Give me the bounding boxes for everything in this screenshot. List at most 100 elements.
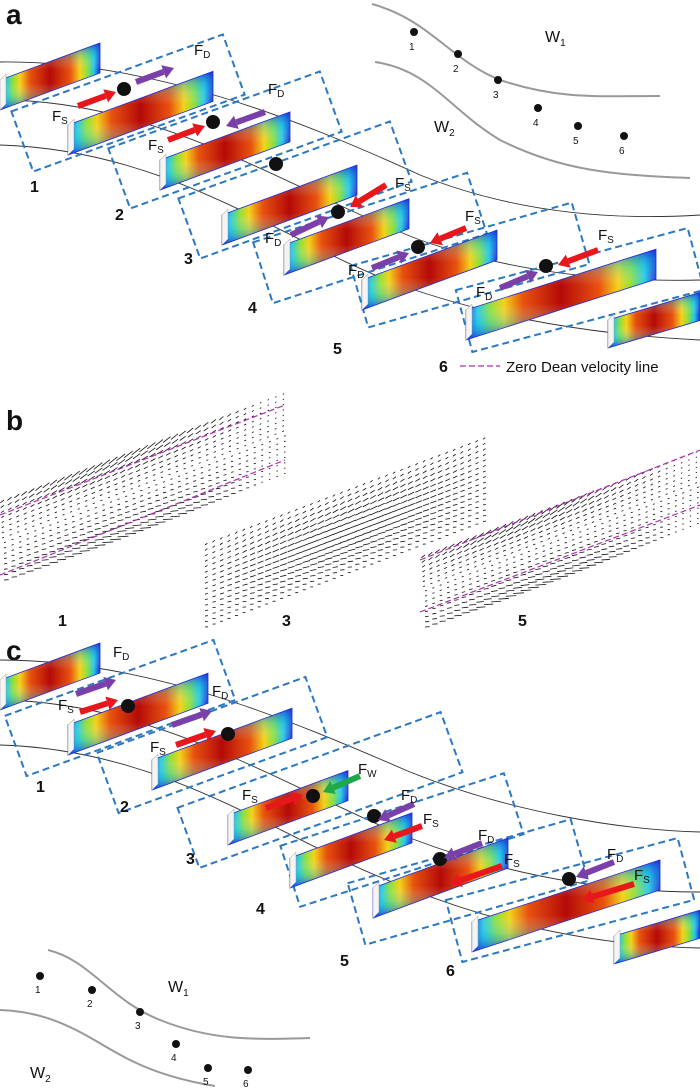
velocity-vector: [603, 489, 610, 495]
velocity-vector: [279, 519, 284, 523]
velocity-vector: [377, 482, 382, 486]
velocity-vector: [200, 466, 203, 469]
velocity-vector: [257, 527, 261, 531]
velocity-vector: [64, 544, 72, 547]
velocity-vector: [536, 520, 543, 525]
velocity-vector: [657, 470, 661, 473]
section-number: 1: [58, 613, 67, 630]
velocity-vector: [212, 595, 216, 598]
velocity-vector: [238, 473, 242, 476]
velocity-vector: [310, 539, 319, 544]
velocity-vector: [340, 563, 346, 566]
cross-section: [67, 70, 214, 156]
velocity-vector: [190, 459, 194, 462]
velocity-vector: [44, 493, 50, 498]
inset-wall-w2: [0, 1009, 216, 1087]
velocity-vector: [557, 564, 565, 567]
velocity-vector: [83, 489, 88, 493]
velocity-vector: [287, 521, 293, 525]
velocity-vector: [19, 557, 23, 559]
legend-label: Zero Dean velocity line: [506, 359, 659, 376]
velocity-vector: [572, 501, 580, 507]
velocity-vector: [128, 472, 133, 476]
velocity-vector: [476, 580, 480, 583]
velocity-vector: [178, 430, 186, 437]
velocity-vector: [444, 566, 448, 570]
velocity-vector: [658, 490, 661, 493]
velocity-vector: [415, 489, 422, 493]
velocity-vector: [109, 506, 113, 509]
velocity-vector: [234, 547, 239, 551]
velocity-vector: [24, 517, 27, 520]
velocity-vector: [520, 589, 532, 592]
velocity-vector: [250, 592, 255, 594]
velocity-vector: [566, 509, 573, 514]
cross-section: [372, 837, 509, 919]
velocity-vector: [282, 403, 285, 406]
velocity-vector: [168, 473, 171, 476]
velocity-vector: [452, 520, 457, 523]
velocity-vector: [99, 488, 103, 492]
velocity-vector: [325, 557, 333, 560]
velocity-vector: [652, 503, 655, 505]
velocity-vector: [355, 551, 362, 554]
velocity-vector: [183, 462, 186, 465]
velocity-vector: [56, 521, 60, 523]
velocity-vector: [219, 426, 224, 430]
shear-force-arrow-head: [384, 829, 397, 843]
velocity-vector: [155, 521, 166, 523]
velocity-vector: [452, 481, 458, 484]
velocity-vector: [527, 570, 534, 573]
velocity-vector: [422, 526, 429, 529]
velocity-vector: [446, 586, 450, 589]
dean-force-arrow: [370, 250, 409, 271]
velocity-vector: [120, 474, 126, 478]
velocity-contour-edge: [68, 71, 213, 155]
velocity-vector: [253, 457, 256, 459]
velocity-vector: [45, 498, 50, 502]
velocity-vector: [695, 456, 698, 458]
velocity-vector: [49, 529, 52, 532]
velocity-vector: [680, 462, 683, 464]
velocity-vector: [264, 525, 269, 528]
velocity-vector: [26, 559, 32, 562]
velocity-vector: [347, 488, 351, 492]
velocity-vector: [93, 462, 103, 470]
velocity-vector: [437, 480, 444, 485]
velocity-vector: [243, 418, 247, 421]
velocity-vector: [541, 507, 551, 515]
velocity-vector: [75, 492, 80, 496]
velocity-vector: [532, 543, 536, 546]
velocity-vector: [280, 586, 285, 588]
velocity-vector: [468, 583, 472, 585]
velocity-vector: [193, 501, 200, 504]
velocity-vector: [317, 560, 325, 563]
velocity-vector: [553, 524, 558, 528]
cross-section-outline: [0, 42, 101, 111]
velocity-vector: [227, 550, 232, 554]
velocity-vector: [16, 520, 20, 523]
velocity-vector: [167, 468, 171, 471]
velocity-vector: [19, 551, 23, 554]
velocity-vector: [347, 514, 356, 519]
particle: [454, 50, 462, 58]
velocity-vector: [38, 511, 43, 514]
velocity-vector: [200, 488, 206, 490]
velocity-vector: [3, 563, 8, 565]
velocity-vector: [475, 473, 479, 476]
shear-force-arrow-head: [350, 195, 364, 208]
dean-force-arrow: [576, 859, 616, 880]
velocity-vector: [618, 484, 624, 489]
dashed-boxes: [10, 33, 700, 354]
inset-position-number: 5: [203, 1077, 209, 1088]
velocity-vector: [467, 442, 471, 446]
velocity-vector: [454, 588, 458, 591]
velocity-vector: [480, 552, 484, 556]
velocity-vector: [249, 557, 256, 562]
velocity-vector: [505, 564, 509, 566]
shear-force-arrow-head: [103, 89, 116, 103]
velocity-vector: [268, 440, 271, 443]
velocity-vector: [415, 473, 420, 477]
velocity-vector: [347, 503, 354, 508]
velocity-vector: [445, 456, 449, 460]
